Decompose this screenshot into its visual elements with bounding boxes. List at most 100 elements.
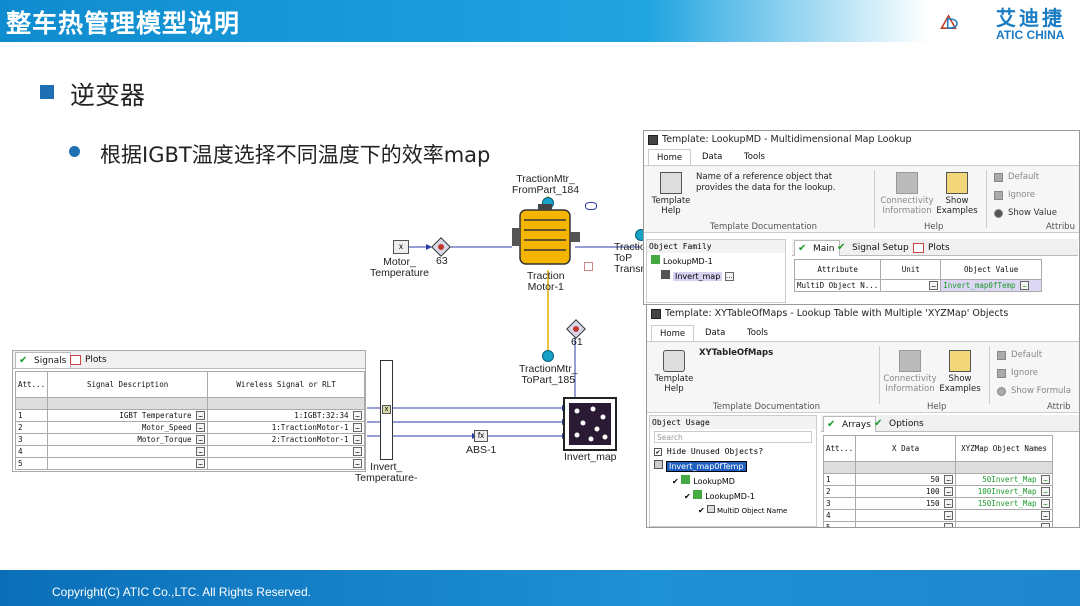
column-header: XYZMap Object Names <box>955 435 1053 462</box>
lookup-ribbon-tabs: Home Data Tools <box>644 149 1079 165</box>
xyz-window: Template: XYTableOfMaps - Lookup Table w… <box>646 304 1080 528</box>
tree-item-invert-map[interactable]: Invert_map … <box>647 268 785 283</box>
object-family-label: Object Family <box>647 240 785 253</box>
lookup-icon <box>651 255 660 264</box>
table-row[interactable]: 5 … … <box>822 521 1053 527</box>
plot-small-icon <box>584 262 593 271</box>
node-63-icon[interactable] <box>431 237 451 257</box>
object-usage-label: Object Usage <box>650 416 816 429</box>
tab-data[interactable]: Data <box>705 328 726 338</box>
default-button[interactable]: Default <box>994 172 1039 182</box>
tab-plots[interactable]: Plots <box>67 352 111 368</box>
tab-main[interactable]: ✔Main <box>794 240 840 256</box>
lookup-window: Template: LookupMD - Multidimensional Ma… <box>643 130 1080 305</box>
abs-block[interactable]: fx <box>474 430 488 442</box>
column-header: Att... <box>14 371 49 398</box>
xyz-window-title: Template: XYTableOfMaps - Lookup Table w… <box>647 305 1079 323</box>
help-group-label: Help <box>924 222 944 232</box>
table-row[interactable]: 4 … … <box>822 509 1053 522</box>
template-name: XYTableOfMaps <box>699 348 774 358</box>
examples-icon <box>949 350 971 372</box>
sub-title: 根据IGBT温度选择不同温度下的效率map <box>100 143 491 167</box>
bullet-square-icon <box>40 85 54 99</box>
logo-en-text: ATIC CHINA <box>996 28 1065 42</box>
column-header: Signal Description <box>47 371 209 398</box>
lookup-window-title: Template: LookupMD - Multidimensional Ma… <box>644 131 1079 149</box>
check-icon: ✔ <box>19 355 28 366</box>
tree-item-lookupmd-1[interactable]: ✔ LookupMD-1 <box>684 490 755 501</box>
template-doc-label: Template Documentation <box>710 222 818 232</box>
hide-unused-checkbox[interactable]: ✔ Hide Unused Objects? <box>654 447 764 456</box>
tab-data[interactable]: Data <box>702 152 723 162</box>
app-icon <box>651 309 661 319</box>
node-61-label: 61 <box>571 336 583 348</box>
tab-signals[interactable]: ✔Signals <box>15 352 72 368</box>
plot-icon <box>70 355 81 365</box>
help-text: Name of a reference object that provides… <box>696 172 836 193</box>
traction-motor-icon[interactable] <box>512 204 582 270</box>
tab-tools[interactable]: Tools <box>744 152 765 162</box>
signals-tabbar: ✔Signals Plots <box>13 351 365 369</box>
page-title: 整车热管理模型说明 <box>6 9 241 38</box>
tab-home[interactable]: Home <box>651 325 695 341</box>
examples-icon <box>946 172 968 194</box>
template-help-icon <box>663 350 685 372</box>
atic-logo-icon <box>940 14 958 29</box>
node-63-label: 63 <box>436 255 448 267</box>
column-header: Object Value <box>940 259 1042 280</box>
template-help-icon <box>660 172 682 194</box>
ignore-button[interactable]: Ignore <box>994 190 1035 200</box>
logo-cn-text: 艾迪捷 <box>996 6 1065 30</box>
from-part-label: TractionMtr_FromPart_184 <box>512 173 580 196</box>
table-row[interactable]: 4 … … <box>14 445 365 458</box>
tree-item-multid-object-name[interactable]: ✔ MultiD Object Name <box>698 505 788 515</box>
to-part-port[interactable] <box>542 350 554 362</box>
signals-panel: ✔Signals Plots Att... Signal Description… <box>12 350 366 472</box>
footer-bar: Copyright(C) ATIC Co.,LTC. All Rights Re… <box>0 570 1080 606</box>
tab-options[interactable]: ✔Options <box>874 418 924 429</box>
tab-signal-setup[interactable]: ✔Signal Setup <box>837 242 909 253</box>
ignore-button[interactable]: Ignore <box>997 368 1038 378</box>
column-header: Unit <box>880 259 942 280</box>
bullet-dot-icon <box>69 146 80 157</box>
motor-temperature-block[interactable]: x <box>393 240 409 254</box>
template-doc-label: Template Documentation <box>713 402 821 412</box>
object-usage-panel: Object Usage Search ✔ Hide Unused Object… <box>649 415 817 527</box>
tab-home[interactable]: Home <box>648 149 692 165</box>
attrib-group-label: Attribu <box>1046 222 1075 232</box>
to-part-label: TractionMtr_ToPart_185 <box>519 363 578 386</box>
search-input[interactable]: Search <box>654 431 812 443</box>
tab-arrays[interactable]: ✔Arrays <box>823 416 876 432</box>
lookup-attr-table: Attribute Unit Object Value MultiD Objec… <box>793 259 1042 292</box>
tab-tools[interactable]: Tools <box>747 328 768 338</box>
invert-map-icon[interactable] <box>563 397 617 451</box>
table-row[interactable]: 5 … … <box>14 457 365 470</box>
invert-temperature-block[interactable]: x <box>380 360 393 460</box>
map-icon <box>661 270 670 279</box>
tree-item-lookupmd[interactable]: ✔ LookupMD <box>672 475 735 486</box>
tree-item-invert-map-of-temp[interactable]: Invert_map0fTemp <box>650 458 816 473</box>
default-button[interactable]: Default <box>997 350 1042 360</box>
motor-temperature-label: Motor_Temperature <box>370 256 429 279</box>
tab-plots[interactable]: Plots <box>910 240 954 256</box>
tree-item-lookupmd[interactable]: LookupMD-1 <box>647 253 785 268</box>
show-formula-button[interactable]: Show Formula <box>997 386 1071 396</box>
show-value-button[interactable]: Show Value <box>994 208 1057 218</box>
column-header: Wireless Signal or RLT <box>207 371 365 398</box>
table-row[interactable]: MultiD Object N... … Invert_map0fTemp … <box>793 279 1042 292</box>
signals-table: Att... Signal Description Wireless Signa… <box>14 371 365 470</box>
